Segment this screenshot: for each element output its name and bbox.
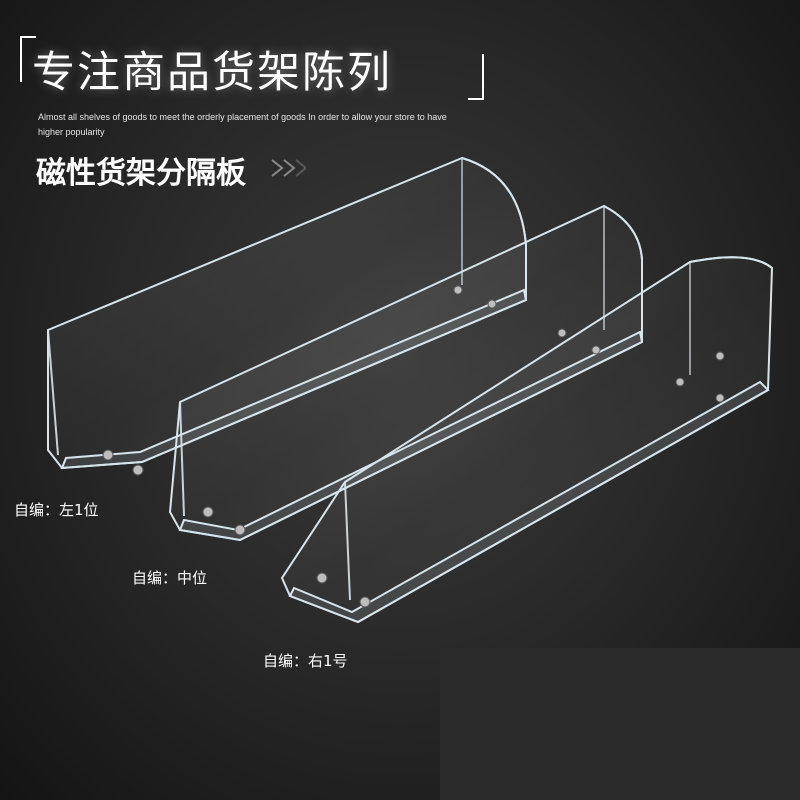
title-bracket-left [20, 36, 36, 82]
divider-right [280, 256, 774, 624]
variant-label-right: 自编：右1号 [263, 652, 348, 670]
double-chevron-right-icon [271, 159, 306, 177]
product-name: 磁性货架分隔板 [36, 156, 246, 191]
background-patch [440, 648, 800, 800]
variant-label-left: 自编：左1位 [14, 501, 99, 519]
headline: 专注商品货架陈列 [32, 48, 392, 98]
variant-label-center: 自编：中位 [132, 569, 208, 587]
tagline: Almost all shelves of goods to meet the … [38, 112, 447, 137]
title-bracket-right [468, 54, 484, 100]
